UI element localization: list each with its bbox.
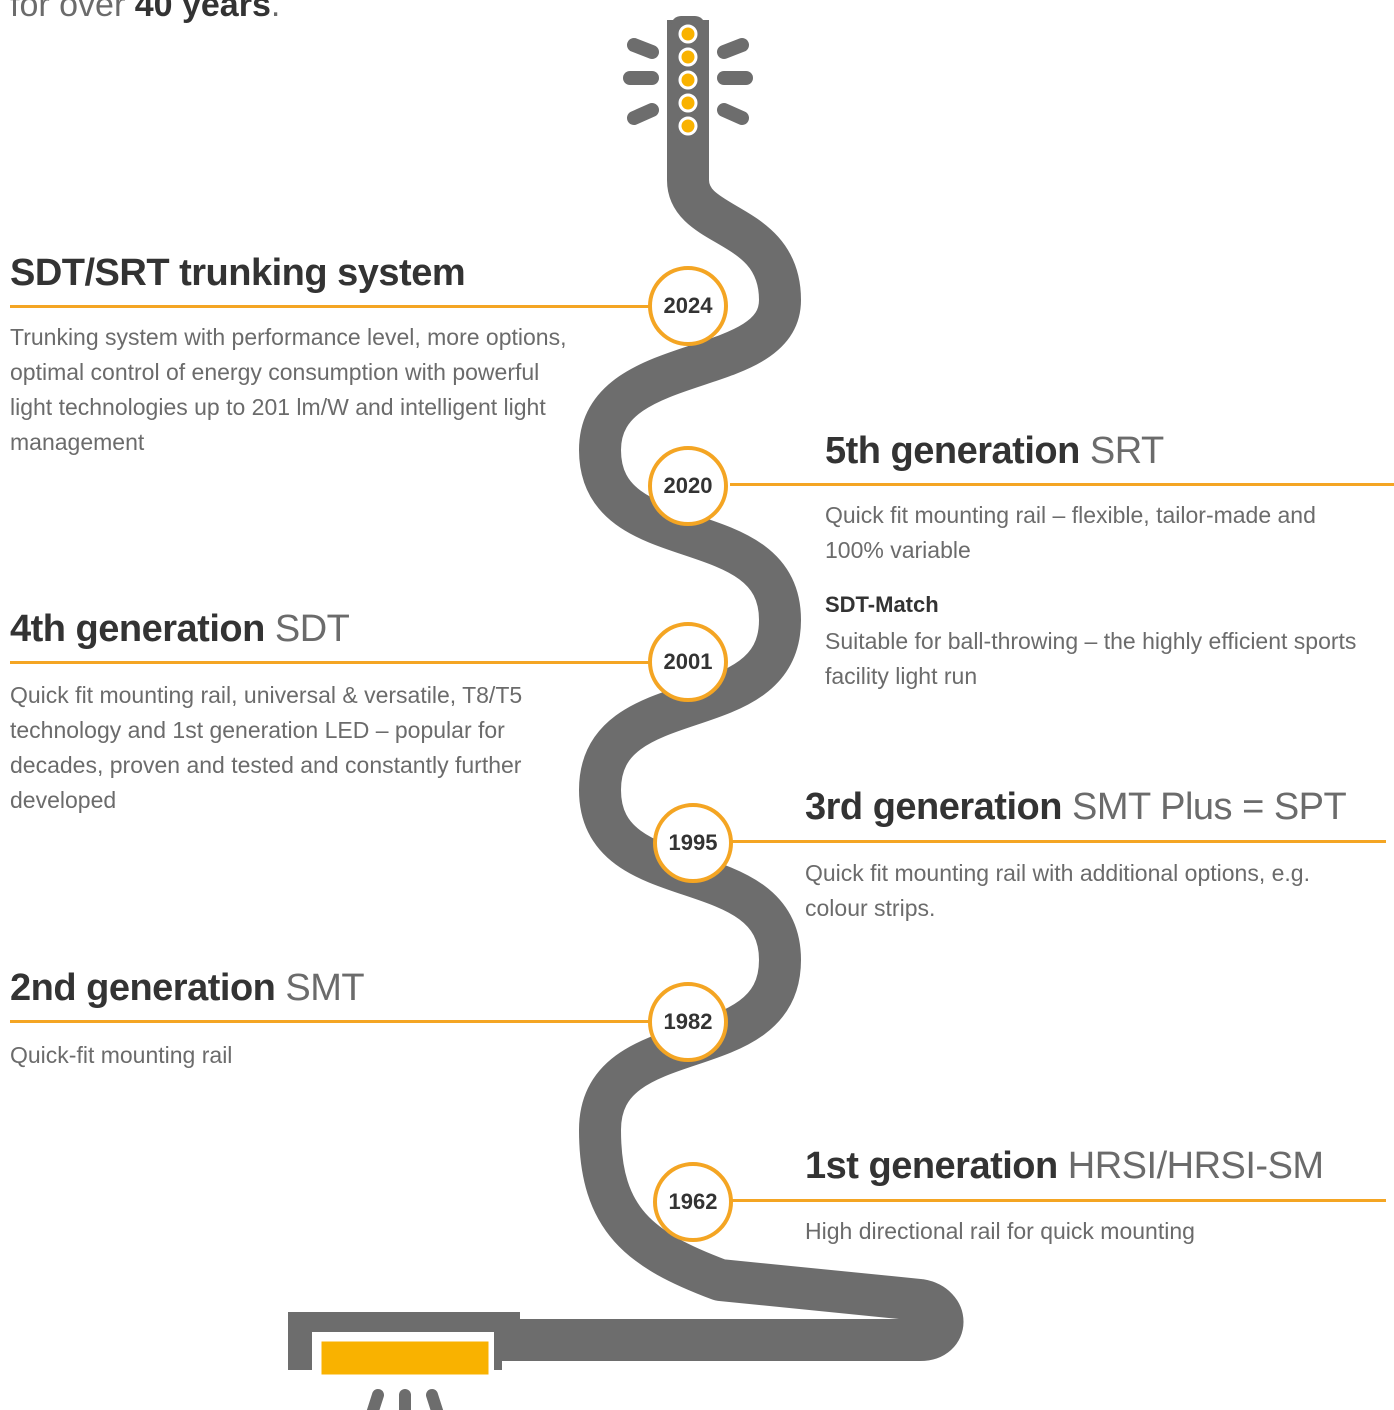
year-label: 1962 (668, 1189, 718, 1214)
year-badge-1982: 1982 (648, 982, 728, 1062)
intro-text: for over 40 years. (10, 0, 280, 25)
intro-suffix: . (270, 0, 281, 24)
milestone-2020-sub-description: Suitable for ball-throwing – the highly … (825, 628, 1357, 689)
milestone-1982-title: 2nd generation SMT (10, 967, 365, 1010)
milestone-1962-title: 1st generation HRSI/HRSI-SM (805, 1145, 1324, 1188)
year-badge-2020: 2020 (648, 446, 728, 526)
milestone-2024-title: SDT/SRT trunking system (10, 252, 466, 295)
milestone-2020-title: 5th generation SRT (825, 430, 1164, 473)
milestone-1982-description: Quick-fit mounting rail (10, 1042, 233, 1068)
milestone-title-light: SMT (275, 967, 365, 1009)
milestone-1995-title: 3rd generation SMT Plus = SPT (805, 786, 1347, 829)
year-label: 2024 (663, 293, 713, 318)
milestone-2001-description: Quick fit mounting rail, universal & ver… (10, 682, 523, 813)
milestone-title-light: HRSI/HRSI-SM (1057, 1145, 1324, 1187)
milestone-title-bold: 5th generation (825, 430, 1080, 472)
milestone-2001-connector (10, 661, 650, 664)
milestone-2024-connector (10, 305, 650, 308)
winding-rail (500, 20, 964, 1361)
bottom-lamp-rays (366, 1389, 444, 1410)
year-label: 2001 (663, 649, 713, 674)
milestone-title-light: SRT (1079, 430, 1164, 472)
bottom-lamp-housing (288, 1312, 520, 1370)
milestone-2020-subtitle: SDT-Match (825, 592, 939, 617)
milestone-title-bold: SDT/SRT trunking system (10, 252, 466, 294)
year-badge-1995: 1995 (653, 803, 733, 883)
top-lamp-rays (623, 38, 753, 125)
intro-prefix: for over (10, 0, 135, 24)
bottom-lamp-diffuser (318, 1338, 492, 1378)
year-label: 1982 (663, 1009, 713, 1034)
milestone-2001-title: 4th generation SDT (10, 608, 350, 651)
year-badge-1962: 1962 (653, 1162, 733, 1242)
milestone-2020-description: Quick fit mounting rail – flexible, tail… (825, 502, 1316, 563)
milestone-title-light: SMT Plus = SPT (1061, 786, 1347, 828)
milestone-1962-description: High directional rail for quick mounting (805, 1218, 1195, 1244)
year-badge-2001: 2001 (648, 622, 728, 702)
milestone-title-bold: 4th generation (10, 608, 265, 650)
milestone-title-bold: 1st generation (805, 1145, 1058, 1187)
milestone-1995-connector (730, 840, 1386, 843)
year-label: 2020 (663, 473, 713, 498)
milestone-1962-connector (730, 1199, 1386, 1202)
year-badge-2024: 2024 (648, 266, 728, 346)
year-label: 1995 (668, 830, 718, 855)
milestone-1995-description: Quick fit mounting rail with additional … (805, 860, 1310, 921)
intro-highlight: 40 years (134, 0, 271, 24)
milestone-title-bold: 2nd generation (10, 967, 276, 1009)
milestone-2020-connector (730, 483, 1394, 486)
milestone-1982-connector (10, 1020, 650, 1023)
milestone-2024-description: Trunking system with performance level, … (10, 324, 567, 455)
bottom-lamp-bracket (494, 1330, 502, 1370)
milestone-title-bold: 3rd generation (805, 786, 1062, 828)
top-lamp-leds (678, 24, 698, 136)
milestone-title-light: SDT (264, 608, 350, 650)
